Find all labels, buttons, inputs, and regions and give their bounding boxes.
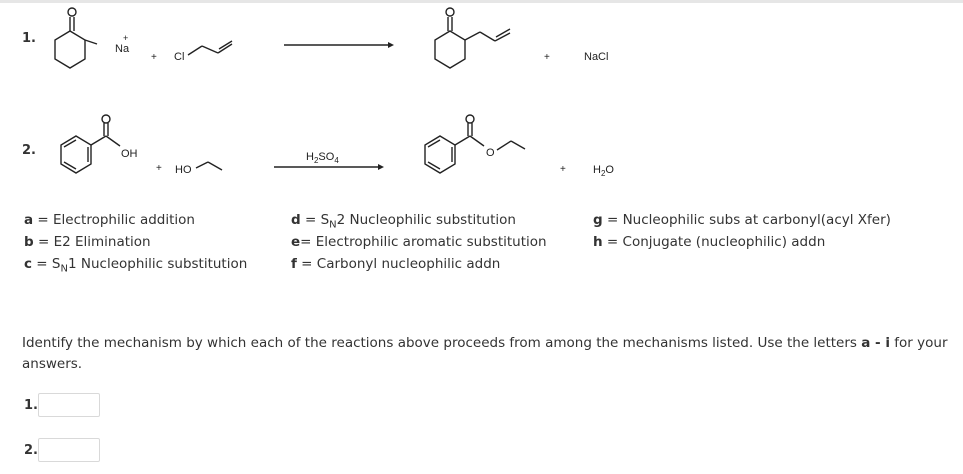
answer-2-input[interactable]	[38, 438, 100, 462]
cation-charge: +	[123, 33, 128, 43]
benzene-ring-2	[424, 135, 456, 174]
plus-sign: +	[544, 52, 550, 63]
option-letter: g	[593, 212, 603, 228]
top-divider	[0, 0, 963, 3]
letter-range: a - i	[861, 335, 890, 351]
plus-sign: +	[156, 163, 162, 174]
mechanism-option-e: e= Electrophilic aromatic substitution	[291, 234, 547, 250]
reaction-2-number: 2.	[22, 143, 36, 158]
mechanism-option-d: d = SN2 Nucleophilic substitution	[291, 212, 516, 231]
option-letter: h	[593, 234, 603, 250]
option-letter: f	[291, 256, 297, 272]
mechanism-option-a: a = Electrophilic addition	[24, 212, 195, 228]
answer-2-label: 2.	[24, 443, 38, 458]
plus-sign: +	[560, 164, 566, 175]
reaction-1-scheme: Na + + Cl + NaCl	[54, 7, 608, 69]
sodium-cation: Na	[115, 43, 130, 55]
carbonyl-oxygen	[67, 7, 77, 17]
option-letter: b	[24, 234, 34, 250]
byproduct-nacl: NaCl	[584, 51, 608, 63]
question-prompt: Identify the mechanism by which each of …	[22, 335, 948, 372]
mechanism-option-h: h = Conjugate (nucleophilic) addn	[593, 234, 826, 250]
mechanism-option-g: g = Nucleophilic subs at carbonyl(acyl X…	[593, 212, 891, 228]
option-letter: c	[24, 256, 33, 272]
sulfuric-acid-label: H2SO4	[306, 151, 339, 165]
cyclohexane-ring-1	[54, 30, 86, 69]
option-letter: e	[291, 234, 301, 250]
option-letter: d	[291, 212, 301, 228]
answer-1-label: 1.	[24, 398, 38, 413]
option-letter: a	[24, 212, 34, 228]
mechanism-option-b: b = E2 Elimination	[24, 234, 151, 250]
ester-oxygen-label: O	[486, 147, 495, 159]
mechanism-option-c: c = SN1 Nucleophilic substitution	[24, 256, 248, 275]
water-label: H2O	[593, 164, 614, 178]
answer-1-input[interactable]	[38, 393, 100, 417]
reaction-1-number: 1.	[22, 31, 36, 46]
plus-sign: +	[151, 52, 157, 63]
mechanism-option-f: f = Carbonyl nucleophilic addn	[291, 256, 501, 272]
cyclohexane-ring-2	[434, 30, 466, 69]
benzene-ring-1	[60, 135, 92, 174]
chloride-label: Cl	[174, 51, 184, 63]
hydroxyl-label: OH	[121, 148, 138, 160]
ethanol-hydroxyl-label: HO	[175, 164, 192, 176]
reaction-2-scheme: OH + HO H2SO4 O + H2O	[60, 114, 614, 178]
